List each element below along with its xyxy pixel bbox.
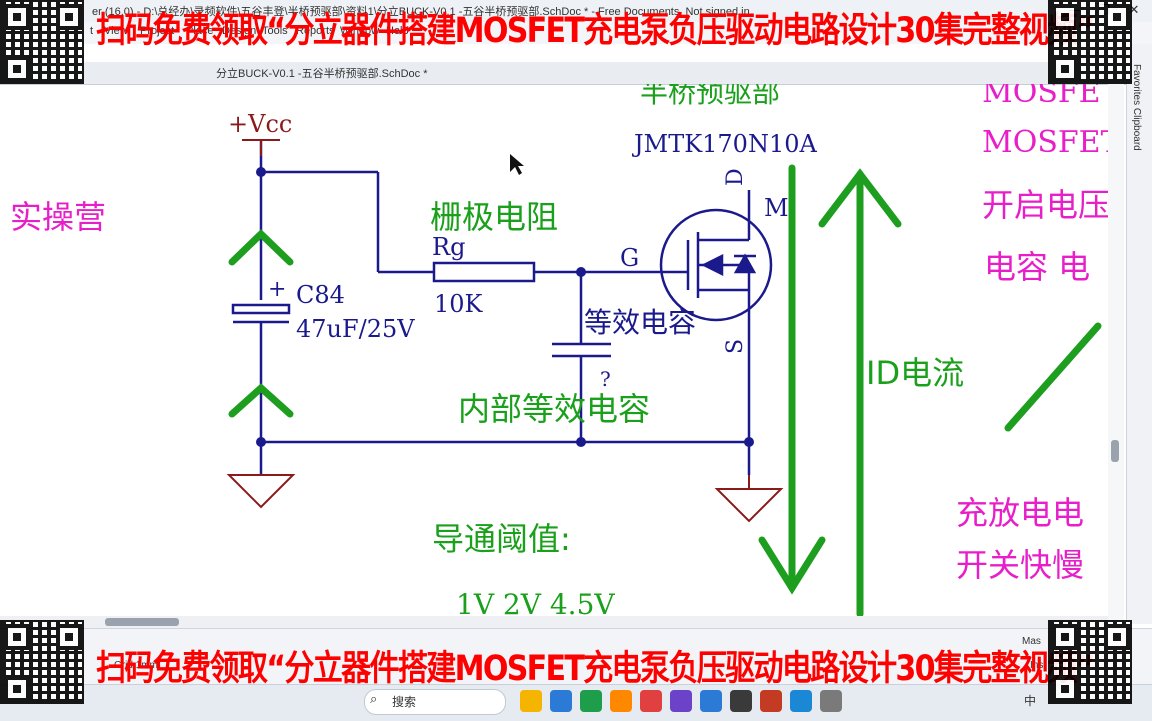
- tab-schdoc[interactable]: 分立BUCK-V0.1 -五谷半桥预驱部.SchDoc *: [216, 68, 428, 80]
- annotation-right-5: 充放电电: [956, 494, 1084, 532]
- mosfet-ref: M: [764, 194, 789, 222]
- qr-code-top-right: [1048, 0, 1132, 84]
- annotation-practice: 实操营: [10, 198, 106, 236]
- menu-item-t[interactable]: t: [90, 25, 94, 37]
- horizontal-scroll-thumb[interactable]: [105, 618, 179, 626]
- promo-banner-bottom: 扫码免费领取“分立器件搭建MOSFET充电泵负压驱动电路设计30集完整视频”: [96, 649, 1095, 689]
- annotation-right-2: MOSFET: [982, 125, 1108, 160]
- annotation-right-3: 开启电压: [982, 186, 1108, 224]
- qr-code-top-left: [0, 0, 84, 84]
- taskbar-app-icon[interactable]: [820, 690, 842, 712]
- annotation-right-1: MOSFE: [982, 84, 1101, 110]
- menu-item-design[interactable]: Design: [222, 25, 257, 37]
- cap-ref: C84: [296, 281, 345, 309]
- favorites-panel: [1126, 44, 1152, 624]
- taskbar-app-icon[interactable]: [670, 690, 692, 712]
- panel-label[interactable]: Favorites Clipboard: [1131, 64, 1142, 151]
- green-annotation-arrows: [228, 164, 1102, 616]
- vcc-label: +Vcc: [228, 110, 292, 138]
- source-label: S: [723, 339, 748, 354]
- internal-capacitor[interactable]: [552, 342, 611, 358]
- qr-code-bottom-right: [1048, 620, 1132, 704]
- search-icon: ⌕: [370, 692, 378, 707]
- taskbar-app-icon[interactable]: [580, 690, 602, 712]
- annotation-internal-cap: 内部等效电容: [458, 390, 650, 428]
- grid-status: Grid:1mm: [114, 660, 158, 671]
- mosfet-part: JMTK170N10A: [631, 130, 817, 158]
- taskbar-app-icon[interactable]: [520, 690, 542, 712]
- menu-item-project[interactable]: Project: [140, 25, 175, 37]
- annotation-right-4: 电容 电: [984, 248, 1090, 286]
- taskbar-search-label: 搜索: [392, 695, 417, 709]
- status-bar: [0, 628, 1152, 685]
- taskbar-app-icon[interactable]: [760, 690, 782, 712]
- close-button[interactable]: ✕: [1128, 3, 1140, 18]
- window-title: er (16.0) - D:\总经办\录频软件\五谷丰登\半桥预驱部\资料1\分…: [92, 6, 753, 18]
- gnd-right: [714, 488, 784, 523]
- power-symbols: [226, 139, 784, 523]
- menu-item-view[interactable]: View: [104, 25, 128, 37]
- gnd-left: [226, 474, 296, 509]
- horizontal-scrollbar[interactable]: [0, 616, 1108, 628]
- mas-tab[interactable]: Mas: [1022, 636, 1041, 647]
- annotation-right-6: 开关快慢: [956, 546, 1084, 584]
- taskbar-search[interactable]: [364, 689, 506, 715]
- menu-item-place[interactable]: Place: [186, 25, 214, 37]
- taskbar: [0, 684, 1152, 721]
- partial-header: 半桥预驱部: [640, 84, 780, 109]
- internal-cap-ref: ?: [600, 367, 611, 391]
- resistor-ref: Rg: [432, 233, 465, 261]
- ime-indicator[interactable]: 中: [1024, 694, 1037, 708]
- schematic-canvas[interactable]: + +Vcc C84 47uF/25V Rg 1: [0, 84, 1108, 616]
- junctions: [256, 167, 754, 447]
- drain-label: D: [723, 168, 748, 186]
- mouse-cursor-icon: [510, 154, 524, 175]
- menu-bar: [0, 22, 1152, 44]
- capacitor-c84[interactable]: [231, 303, 291, 324]
- menu-item-reports[interactable]: Reports: [296, 25, 335, 37]
- qr-code-bottom-left: [0, 620, 84, 704]
- taskbar-app-icon[interactable]: [640, 690, 662, 712]
- annotation-equiv-cap: 等效电容: [584, 306, 696, 339]
- resistor-value: 10K: [434, 290, 484, 318]
- promo-banner-top: 扫码免费领取“分立器件搭建MOSFET充电泵负压驱动电路设计30集完整视频”: [96, 11, 1095, 51]
- mosfet-symbol[interactable]: [659, 208, 773, 322]
- taskbar-app-icon[interactable]: [730, 690, 752, 712]
- annotation-id-current: ID电流: [866, 354, 964, 392]
- menu-item-tools[interactable]: Tools: [262, 25, 288, 37]
- taskbar-app-icon[interactable]: [610, 690, 632, 712]
- cap-plus: +: [268, 277, 286, 302]
- resistor-rg[interactable]: [432, 261, 536, 283]
- annotation-gate-resistor: 栅极电阻: [430, 198, 558, 236]
- document-tab-bar: [0, 62, 1126, 85]
- inst-tab[interactable]: Inst: [1030, 660, 1047, 671]
- annotation-threshold-values: 1V 2V 4.5V: [456, 588, 615, 616]
- taskbar-app-icon[interactable]: [790, 690, 812, 712]
- menu-item-help[interactable]: Help: [386, 25, 409, 37]
- gate-label: G: [620, 244, 639, 272]
- vertical-scrollbar[interactable]: [1108, 84, 1124, 620]
- menu-item-window[interactable]: Window: [340, 25, 380, 37]
- vertical-scroll-thumb[interactable]: [1111, 440, 1119, 462]
- cap-value: 47uF/25V: [296, 315, 415, 343]
- annotation-threshold: 导通阈值:: [432, 520, 571, 558]
- taskbar-app-icon[interactable]: [550, 690, 572, 712]
- taskbar-app-icon[interactable]: [700, 690, 722, 712]
